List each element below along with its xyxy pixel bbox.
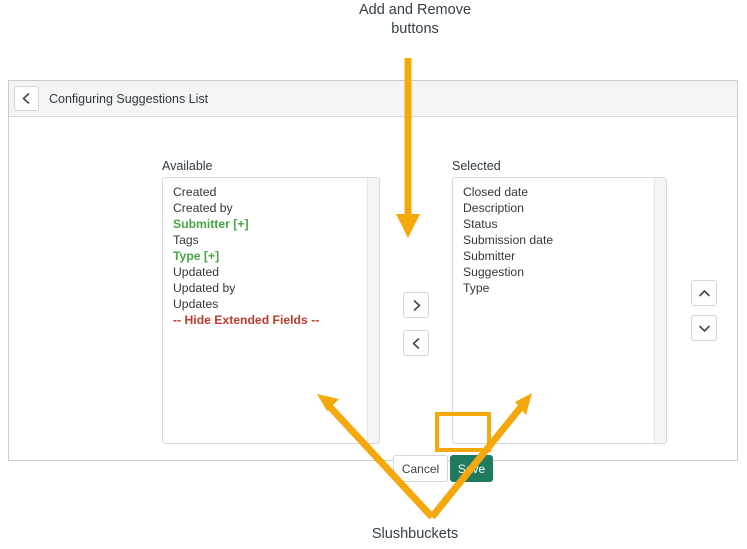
- move-up-button[interactable]: [691, 280, 717, 306]
- add-button[interactable]: [403, 292, 429, 318]
- back-button[interactable]: [14, 86, 39, 111]
- available-scrollbar[interactable]: [367, 178, 379, 443]
- available-label: Available: [162, 159, 213, 173]
- list-item[interactable]: Created by: [173, 201, 233, 215]
- chevron-left-icon: [21, 92, 32, 105]
- panel-header: Configuring Suggestions List: [9, 81, 737, 117]
- list-item[interactable]: Submission date: [463, 233, 554, 247]
- cancel-button[interactable]: Cancel: [393, 455, 448, 482]
- configuration-panel: Configuring Suggestions List Available C…: [8, 80, 738, 482]
- list-item[interactable]: Type [+]: [173, 249, 220, 263]
- selected-slushbucket[interactable]: Closed date Description Status Submissio…: [452, 177, 667, 444]
- chevron-down-icon: [698, 323, 711, 334]
- hide-extended-fields-link[interactable]: -- Hide Extended Fields --: [173, 313, 320, 327]
- annotation-bottom-label: Slushbuckets: [371, 526, 459, 542]
- list-item[interactable]: Submitter: [463, 249, 516, 263]
- list-item[interactable]: Description: [463, 201, 524, 215]
- chevron-left-icon: [411, 337, 422, 350]
- selected-scrollbar[interactable]: [654, 178, 666, 443]
- selected-list[interactable]: Closed date Description Status Submissio…: [453, 178, 654, 443]
- list-item[interactable]: Type: [463, 281, 490, 295]
- move-down-button[interactable]: [691, 315, 717, 341]
- save-button[interactable]: Save: [450, 455, 493, 482]
- annotation-top-label: Add and Remove buttons: [358, 2, 472, 37]
- list-item[interactable]: Updated: [173, 265, 220, 279]
- chevron-up-icon: [698, 288, 711, 299]
- selected-label: Selected: [452, 159, 501, 173]
- list-item[interactable]: Tags: [173, 233, 199, 247]
- list-item[interactable]: Created: [173, 185, 217, 199]
- list-item[interactable]: Submitter [+]: [173, 217, 249, 231]
- list-item[interactable]: Suggestion: [463, 265, 524, 279]
- available-list[interactable]: Created Created by Submitter [+] Tags Ty…: [163, 178, 367, 443]
- list-item[interactable]: Status: [463, 217, 498, 231]
- page-title: Configuring Suggestions List: [49, 92, 209, 106]
- list-item[interactable]: Updated by: [173, 281, 236, 295]
- panel-body: Available Created Created by Submitter […: [9, 117, 737, 482]
- remove-button[interactable]: [403, 330, 429, 356]
- chevron-right-icon: [411, 299, 422, 312]
- list-item[interactable]: Closed date: [463, 185, 529, 199]
- available-slushbucket[interactable]: Created Created by Submitter [+] Tags Ty…: [162, 177, 380, 444]
- list-item[interactable]: Updates: [173, 297, 219, 311]
